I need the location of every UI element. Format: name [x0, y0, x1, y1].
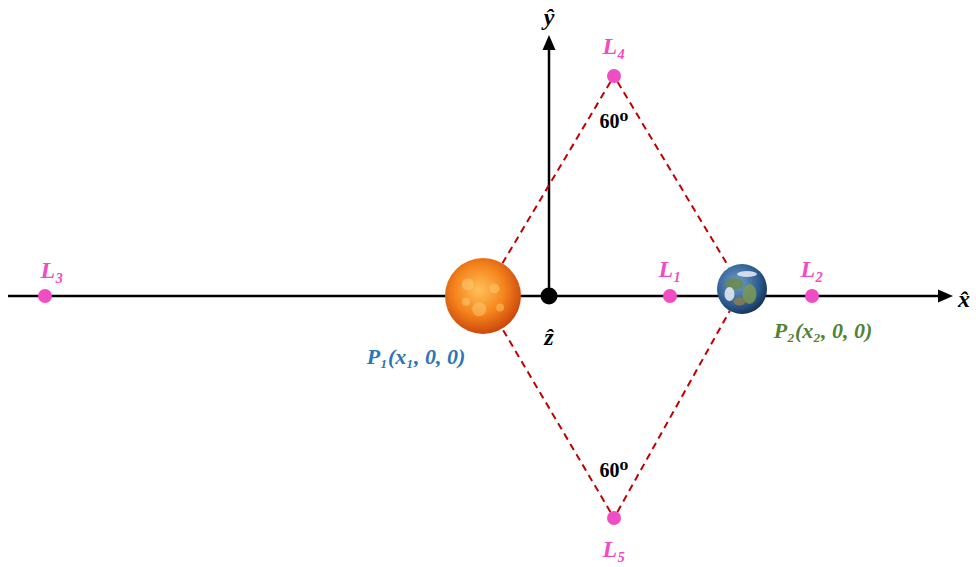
sun-texture [462, 279, 474, 291]
origin-dot [541, 288, 558, 305]
earth-surface [737, 271, 757, 277]
y-axis [548, 46, 551, 296]
y-axis-arrowhead [543, 35, 556, 50]
axis-label: x̂ [958, 285, 970, 314]
point-label: L₃ [40, 256, 63, 285]
lagrange-point: L₂ [805, 289, 819, 303]
point-label: L₁ [658, 255, 681, 284]
lagrange-point: L₄ [607, 69, 621, 83]
angle-label: 60⁰ [600, 458, 629, 482]
earth-surface [725, 287, 735, 301]
sun-texture [462, 298, 470, 306]
point-label: L₄ [602, 32, 625, 61]
axis-label: ŷ [544, 3, 555, 32]
body-label: P₁(x₁, 0, 0) [367, 344, 465, 370]
sun-texture [472, 302, 486, 316]
earth-disc [717, 264, 767, 314]
lagrange-point: L₁ [663, 289, 677, 303]
earth-body: P₂(x₂, 0, 0) [717, 264, 767, 314]
sun-texture [489, 283, 499, 293]
earth-surface [734, 298, 746, 306]
sun-disc [445, 258, 521, 334]
sun-body: P₁(x₁, 0, 0) [445, 258, 521, 334]
dashed-construction-line [617, 311, 729, 512]
point-label: L₂ [800, 255, 823, 284]
sun-texture [496, 303, 504, 311]
x-axis-arrowhead [938, 290, 953, 303]
body-label: P₂(x₂, 0, 0) [774, 318, 872, 344]
dashed-construction-line [502, 82, 610, 263]
dashed-construction-line [618, 82, 730, 268]
sun-graphic [445, 258, 521, 334]
axis-label: ẑ [544, 323, 553, 352]
point-label: L₅ [602, 535, 625, 564]
angle-label: 60⁰ [600, 109, 629, 133]
dashed-construction-line [502, 329, 610, 512]
lagrange-point: L₃ [38, 289, 52, 303]
lagrange-point: L₅ [607, 511, 621, 525]
earth-graphic [717, 264, 767, 314]
